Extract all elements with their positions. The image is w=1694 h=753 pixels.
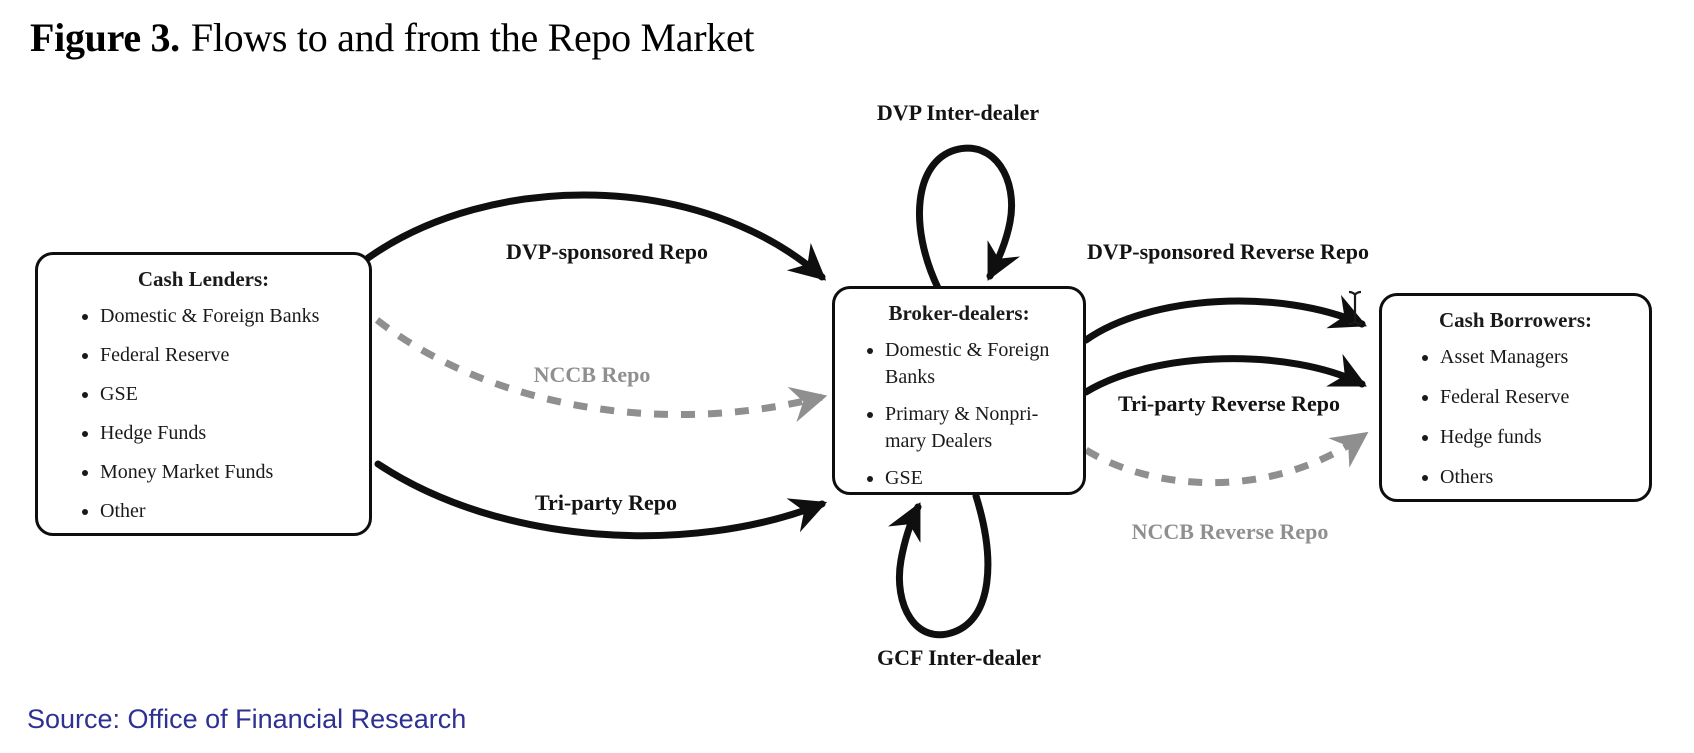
figure-title-text: Flows to and from the Repo Market	[190, 15, 755, 60]
list-item: Hedge funds	[1440, 424, 1649, 451]
dvp-sponsored-reverse-repo-label: DVP-sponsored Reverse Repo	[1087, 239, 1369, 264]
gcf-inter-dealer-label: GCF Inter-dealer	[877, 645, 1041, 670]
tri-party-reverse-repo-label: Tri-party Reverse Repo	[1118, 391, 1340, 416]
nccb-reverse-repo-label: NCCB Reverse Repo	[1131, 519, 1329, 544]
dvp-sponsored-repo-label: DVP-sponsored Repo	[506, 239, 708, 264]
figure-title: Figure 3.Flows to and from the Repo Mark…	[30, 14, 755, 61]
cash-lenders-list: Domestic & Foreign BanksFederal ReserveG…	[38, 303, 369, 525]
list-item: Other	[100, 498, 369, 525]
dvp-sponsored-reverse-repo-arrow	[1082, 294, 1368, 344]
list-item: Hedge Funds	[100, 420, 369, 447]
nccb-repo-arrow	[374, 317, 828, 423]
nccb-repo-label: NCCB Repo	[533, 362, 651, 387]
ibeam-cursor-icon	[1348, 290, 1362, 326]
list-item: GSE	[885, 465, 1083, 492]
dvp-inter-dealer-loop-arrow	[916, 144, 1021, 292]
source-credit: Source: Office of Financial Research	[27, 704, 467, 734]
tri-party-repo-label: Tri-party Repo	[535, 490, 677, 515]
dvp-inter-dealer-label: DVP Inter-dealer	[876, 100, 1040, 125]
cash-borrowers-list: Asset ManagersFederal ReserveHedge funds…	[1382, 344, 1649, 491]
cash-borrowers-box: Cash Borrowers: Asset ManagersFederal Re…	[1379, 293, 1652, 502]
cash-lenders-box: Cash Lenders: Domestic & Foreign BanksFe…	[35, 252, 372, 536]
gcf-inter-dealer-loop-arrow	[887, 492, 992, 639]
list-item: Domestic & Foreign Banks	[885, 337, 1083, 391]
cash-lenders-title: Cash Lenders:	[137, 267, 270, 291]
list-item: GSE	[100, 381, 369, 408]
list-item: Primary & Nonpri- mary Dealers	[885, 401, 1083, 455]
broker-dealers-list: Domestic & Foreign BanksPrimary & Nonpri…	[835, 337, 1083, 492]
list-item: Domestic & Foreign Banks	[100, 303, 369, 330]
tri-party-reverse-repo-arrow	[1082, 353, 1367, 396]
cash-borrowers-title: Cash Borrowers:	[1438, 308, 1592, 332]
list-item: Money Market Funds	[100, 459, 369, 486]
list-item: Others	[1440, 464, 1649, 491]
dvp-sponsored-repo-arrow	[364, 191, 827, 281]
figure-number: Figure 3.	[30, 15, 180, 60]
list-item: Asset Managers	[1440, 344, 1649, 371]
broker-dealers-box: Broker-dealers: Domestic & Foreign Banks…	[832, 286, 1086, 495]
broker-dealers-title: Broker-dealers:	[888, 301, 1030, 325]
tri-party-repo-arrow	[374, 460, 828, 540]
nccb-reverse-repo-arrow	[1084, 431, 1369, 487]
list-item: Federal Reserve	[1440, 384, 1649, 411]
list-item: Federal Reserve	[100, 342, 369, 369]
